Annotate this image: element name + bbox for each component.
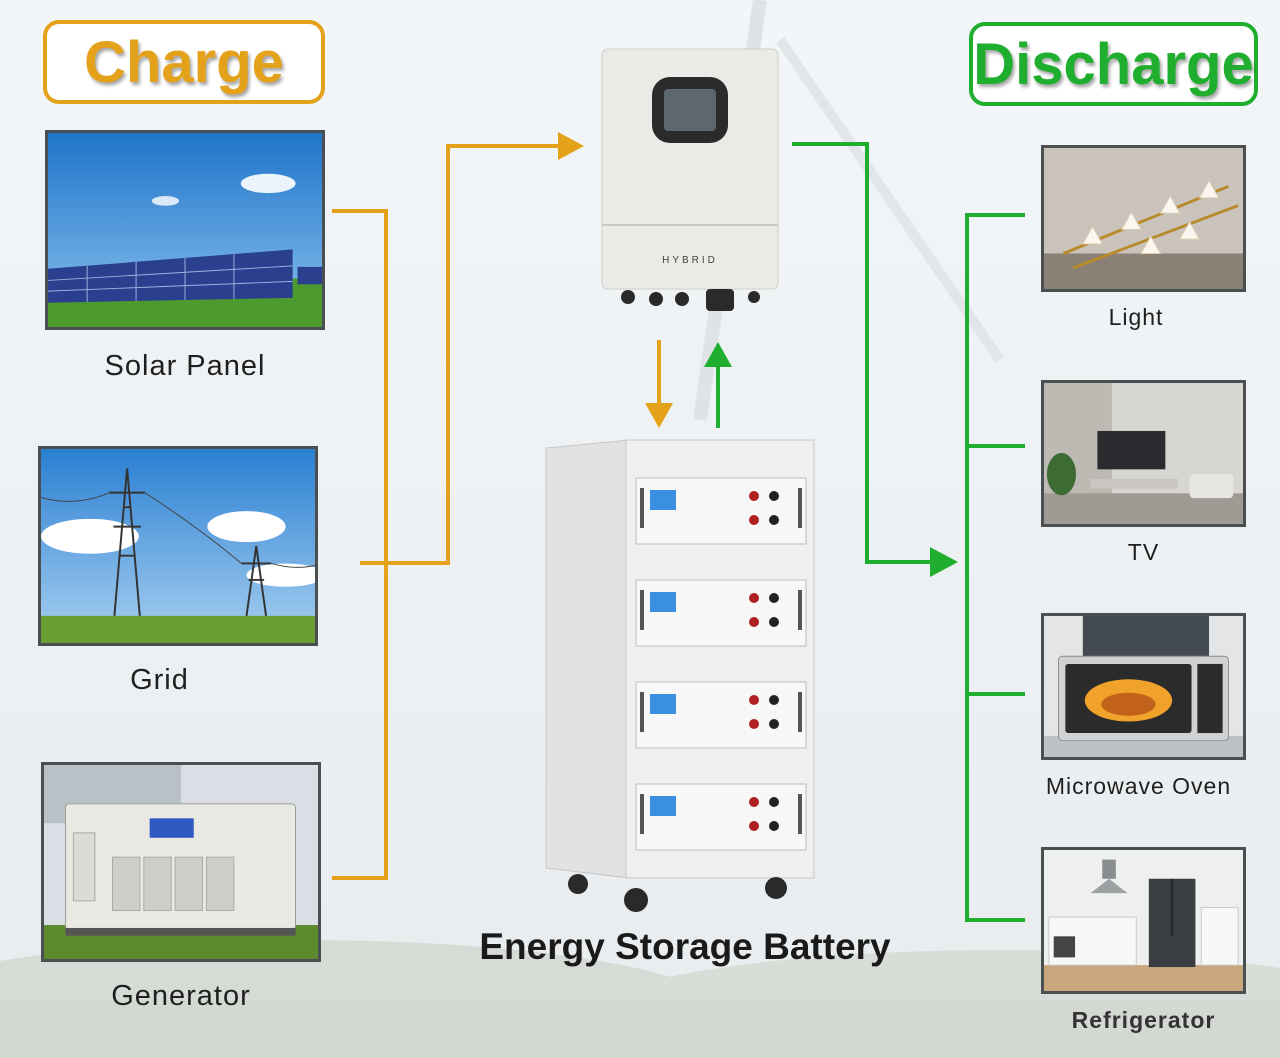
energy-storage-battery <box>545 439 815 912</box>
discharge-line-inverter <box>792 142 935 564</box>
refrigerator-photo <box>1041 847 1246 994</box>
discharge-bus <box>965 213 1025 922</box>
battery-modules <box>635 477 807 851</box>
light-label: Light <box>1108 304 1164 330</box>
discharge-arrow-head-up <box>704 342 732 367</box>
microwave-oven-label: Microwave Oven <box>1045 773 1232 799</box>
chandelier-photo <box>1041 145 1246 292</box>
solar-panel-label: Solar Panel <box>104 350 266 382</box>
hybrid-inverter: HYBRID <box>601 48 779 311</box>
generator-label: Generator <box>111 980 251 1012</box>
tv-photo <box>1041 380 1246 527</box>
generator-photo <box>41 762 321 962</box>
discharge-title-text: Discharge <box>973 31 1254 97</box>
battery-label: Energy Storage Battery <box>479 926 891 967</box>
power-grid-photo <box>38 446 318 646</box>
charge-title-text: Charge <box>84 29 284 95</box>
grid-label: Grid <box>130 664 189 696</box>
discharge-title: Discharge <box>969 22 1258 106</box>
charge-title: Charge <box>43 20 325 104</box>
charge-arrow-head-right <box>558 132 584 160</box>
refrigerator-label: Refrigerator <box>1071 1007 1216 1033</box>
charge-line-grid <box>360 144 560 565</box>
solar-panel-photo <box>45 130 325 330</box>
charge-arrow-head-down <box>645 403 673 428</box>
tv-label: TV <box>1127 539 1160 565</box>
discharge-arrow-head-right <box>930 547 958 577</box>
charge-line-solar <box>332 209 388 880</box>
microwave-photo <box>1041 613 1246 760</box>
inverter-brand-text: HYBRID <box>662 255 718 266</box>
